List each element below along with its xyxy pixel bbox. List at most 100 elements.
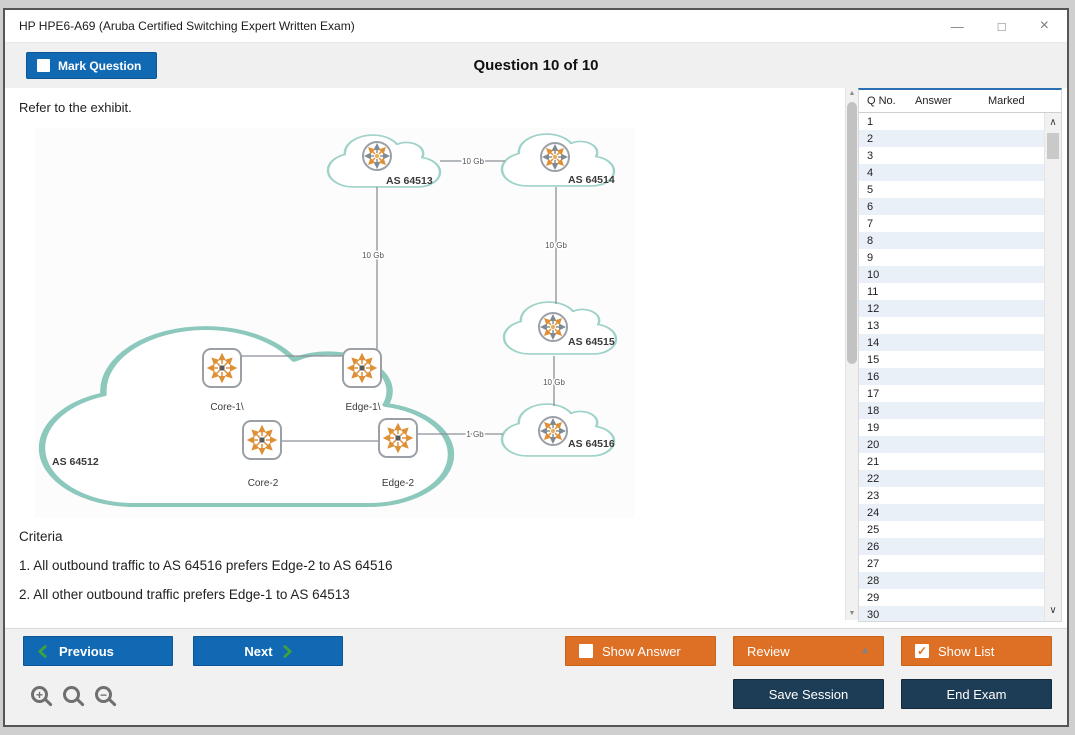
qno-cell: 19 xyxy=(867,421,880,434)
question-list-header: Q No. Answer Marked xyxy=(859,90,1061,113)
link-label-10gb: 10 Gb xyxy=(545,241,567,250)
question-row[interactable]: 12 xyxy=(859,300,1044,317)
qno-cell: 20 xyxy=(867,438,880,451)
qno-cell: 24 xyxy=(867,506,880,519)
router-icon-as64516 xyxy=(539,417,567,445)
zoom-out-icon[interactable]: − xyxy=(95,686,112,703)
question-row[interactable]: 14 xyxy=(859,334,1044,351)
end-exam-button[interactable]: End Exam xyxy=(901,679,1052,709)
minimize-icon[interactable]: — xyxy=(950,18,964,34)
label-as64515: AS 64515 xyxy=(568,336,615,348)
question-row[interactable]: 17 xyxy=(859,385,1044,402)
previous-label: Previous xyxy=(59,643,114,659)
question-row[interactable]: 20 xyxy=(859,436,1044,453)
column-header-answer: Answer xyxy=(915,95,952,107)
link-label-1gb: 1 Gb xyxy=(466,430,484,439)
zoom-in-icon[interactable]: + xyxy=(31,686,48,703)
qno-cell: 22 xyxy=(867,472,880,485)
question-row[interactable]: 15 xyxy=(859,351,1044,368)
qno-cell: 12 xyxy=(867,302,880,315)
footer: Previous Next Show Answer Review ▲ ✓ xyxy=(5,628,1067,725)
show-answer-label: Show Answer xyxy=(602,643,681,659)
question-content: Refer to the exhibit. xyxy=(5,88,845,622)
show-list-label: Show List xyxy=(938,643,995,659)
content-scrollbar[interactable]: ▲ ▼ xyxy=(845,88,858,620)
qno-cell: 15 xyxy=(867,353,880,366)
show-list-button[interactable]: ✓ Show List xyxy=(901,636,1052,666)
question-row[interactable]: 4 xyxy=(859,164,1044,181)
question-row[interactable]: 16 xyxy=(859,368,1044,385)
qno-cell: 16 xyxy=(867,370,880,383)
question-row[interactable]: 13 xyxy=(859,317,1044,334)
question-row[interactable]: 24 xyxy=(859,504,1044,521)
qno-cell: 28 xyxy=(867,574,880,587)
question-row[interactable]: 27 xyxy=(859,555,1044,572)
save-session-button[interactable]: Save Session xyxy=(733,679,884,709)
chevron-left-icon xyxy=(38,644,47,658)
question-row[interactable]: 1 xyxy=(859,113,1044,130)
qno-cell: 25 xyxy=(867,523,880,536)
question-row[interactable]: 10 xyxy=(859,266,1044,283)
switch-icon-core2 xyxy=(243,421,281,459)
scroll-down-icon[interactable]: ▼ xyxy=(848,610,856,617)
header-bar: Question 10 of 10 Mark Question xyxy=(5,42,1067,88)
question-row[interactable]: 30 xyxy=(859,606,1044,621)
scroll-up-icon[interactable]: ▲ xyxy=(848,90,856,97)
question-row[interactable]: 22 xyxy=(859,470,1044,487)
qno-cell: 7 xyxy=(867,217,874,230)
question-row[interactable]: 11 xyxy=(859,283,1044,300)
question-row[interactable]: 23 xyxy=(859,487,1044,504)
qno-cell: 18 xyxy=(867,404,880,417)
question-row[interactable]: 26 xyxy=(859,538,1044,555)
qno-cell: 1 xyxy=(867,115,874,128)
mark-question-checkbox[interactable] xyxy=(37,59,50,72)
question-row[interactable]: 2 xyxy=(859,130,1044,147)
question-row[interactable]: 25 xyxy=(859,521,1044,538)
close-icon[interactable]: × xyxy=(1039,17,1049,34)
maximize-icon[interactable]: □ xyxy=(997,18,1006,34)
qno-cell: 26 xyxy=(867,540,880,553)
next-label: Next xyxy=(244,643,273,659)
question-row[interactable]: 19 xyxy=(859,419,1044,436)
column-header-marked: Marked xyxy=(988,95,1025,107)
mark-question-button[interactable]: Mark Question xyxy=(26,52,157,79)
question-row[interactable]: 18 xyxy=(859,402,1044,419)
criteria-item-1: 1. All outbound traffic to AS 64516 pref… xyxy=(19,558,393,573)
qno-cell: 10 xyxy=(867,268,880,281)
router-icon-as64514 xyxy=(541,143,569,171)
qno-cell: 30 xyxy=(867,608,880,621)
link-label-10gb: 10 Gb xyxy=(462,157,484,166)
question-row[interactable]: 29 xyxy=(859,589,1044,606)
magnifier-icon[interactable] xyxy=(63,686,80,703)
list-scrollbar[interactable]: ∧ ∨ xyxy=(1044,113,1061,621)
question-row[interactable]: 9 xyxy=(859,249,1044,266)
question-row[interactable]: 5 xyxy=(859,181,1044,198)
question-row[interactable]: 3 xyxy=(859,147,1044,164)
question-row[interactable]: 8 xyxy=(859,232,1044,249)
criteria-title: Criteria xyxy=(19,529,63,544)
question-row[interactable]: 6 xyxy=(859,198,1044,215)
exam-window: HP HPE6-A69 (Aruba Certified Switching E… xyxy=(3,8,1069,727)
list-scroll-up-icon[interactable]: ∧ xyxy=(1049,117,1057,128)
label-as64512: AS 64512 xyxy=(52,456,99,468)
label-as64514: AS 64514 xyxy=(568,174,615,186)
review-button[interactable]: Review ▲ xyxy=(733,636,884,666)
next-button[interactable]: Next xyxy=(193,636,343,666)
show-answer-button[interactable]: Show Answer xyxy=(565,636,716,666)
question-row[interactable]: 7 xyxy=(859,215,1044,232)
show-answer-checkbox[interactable] xyxy=(579,644,593,658)
list-scroll-down-icon[interactable]: ∨ xyxy=(1049,605,1057,616)
qno-cell: 27 xyxy=(867,557,880,570)
previous-button[interactable]: Previous xyxy=(23,636,173,666)
qno-cell: 6 xyxy=(867,200,874,213)
question-row[interactable]: 21 xyxy=(859,453,1044,470)
content-scrollbar-thumb[interactable] xyxy=(847,102,857,364)
qno-cell: 29 xyxy=(867,591,880,604)
show-list-checkbox[interactable]: ✓ xyxy=(915,644,929,658)
list-scrollbar-thumb[interactable] xyxy=(1047,133,1059,159)
switch-icon-edge1 xyxy=(343,349,381,387)
qno-cell: 3 xyxy=(867,149,874,162)
qno-cell: 17 xyxy=(867,387,880,400)
question-row[interactable]: 28 xyxy=(859,572,1044,589)
